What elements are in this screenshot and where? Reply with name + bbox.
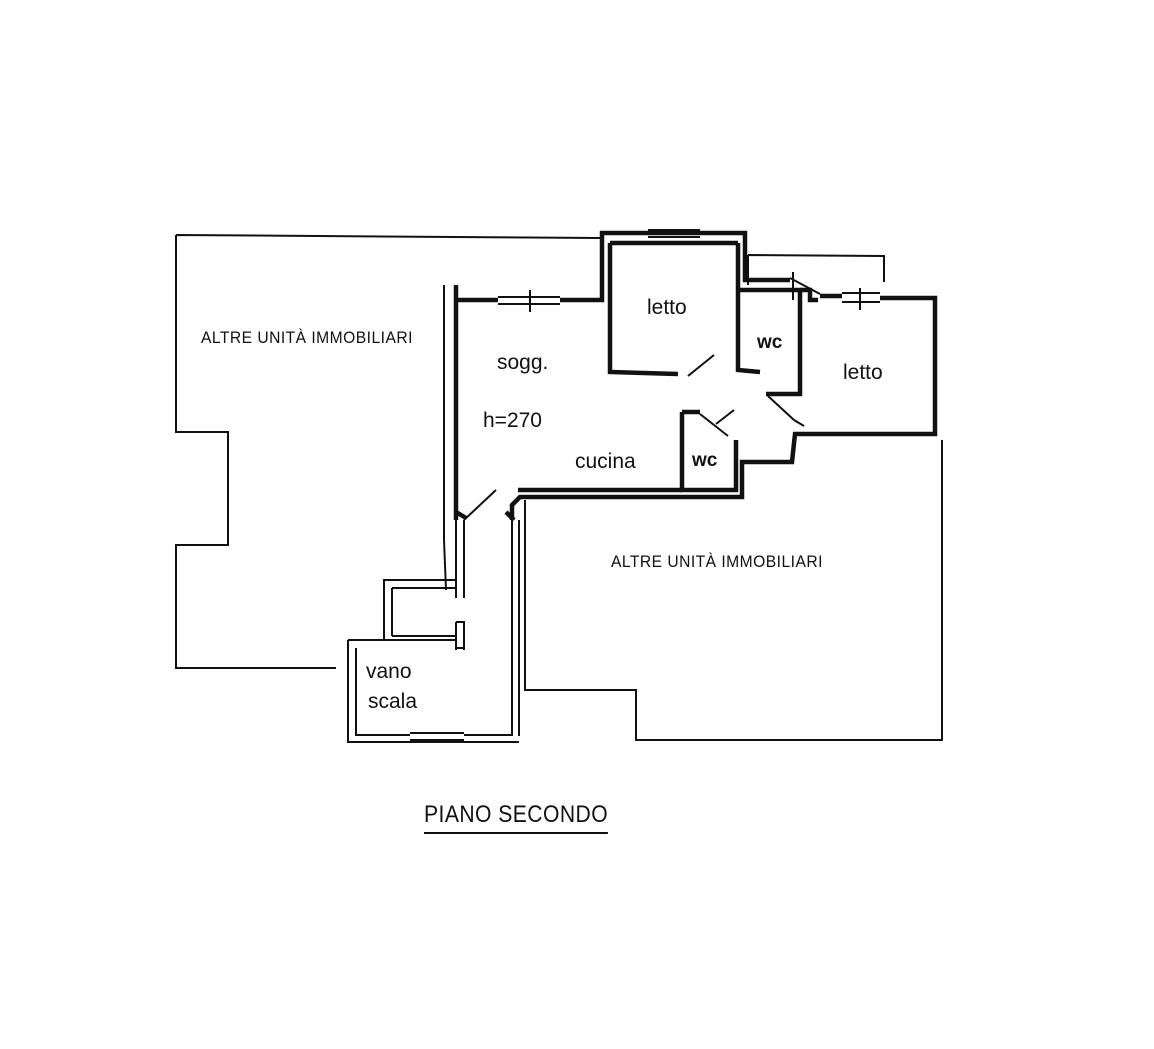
other-units-right-outline bbox=[524, 440, 943, 741]
floor-title: PIANO SECONDO bbox=[424, 801, 609, 834]
bathroom-2-label: wc bbox=[692, 450, 718, 471]
bedroom-2-label: letto bbox=[843, 361, 883, 384]
stairwell-label-line1: vano bbox=[366, 660, 412, 683]
window-bedroom-2 bbox=[842, 288, 880, 310]
window-living bbox=[498, 290, 560, 312]
apartment-exterior-wall bbox=[453, 230, 938, 520]
other-units-left-label: ALTRE UNITÀ IMMOBILIARI bbox=[201, 328, 413, 347]
storage-niche bbox=[383, 579, 457, 641]
bathroom-1-walls bbox=[740, 287, 803, 397]
window-bedroom-1 bbox=[648, 229, 700, 238]
bathroom-2-walls bbox=[679, 412, 739, 493]
bathroom-1-label: wc bbox=[757, 332, 783, 353]
storage-niche-gap bbox=[455, 621, 465, 650]
window-stairwell bbox=[410, 732, 464, 741]
door-bedroom-1 bbox=[687, 354, 715, 377]
stairwell-label-line2: scala bbox=[368, 690, 418, 713]
bedroom-2-step-walls bbox=[800, 287, 818, 303]
bedroom-1-label: letto bbox=[647, 296, 687, 319]
kitchen-label: cucina bbox=[575, 450, 636, 473]
window-wc-1 bbox=[789, 272, 821, 300]
door-wc-1 bbox=[767, 395, 805, 427]
bedroom-1-walls bbox=[607, 240, 761, 377]
other-units-right-label: ALTRE UNITÀ IMMOBILIARI bbox=[611, 552, 823, 571]
corridor-right-wall bbox=[511, 520, 520, 736]
other-units-left-edge bbox=[443, 285, 447, 591]
door-wc-2 bbox=[699, 409, 735, 437]
living-room-label: sogg. bbox=[497, 351, 549, 374]
stairwell-walls bbox=[347, 639, 519, 743]
ceiling-height-label: h=270 bbox=[483, 409, 542, 432]
door-entrance bbox=[463, 489, 497, 521]
other-units-left-outline bbox=[175, 234, 601, 669]
door-entrance-jamb bbox=[454, 510, 516, 522]
corridor-left-wall bbox=[455, 520, 465, 598]
